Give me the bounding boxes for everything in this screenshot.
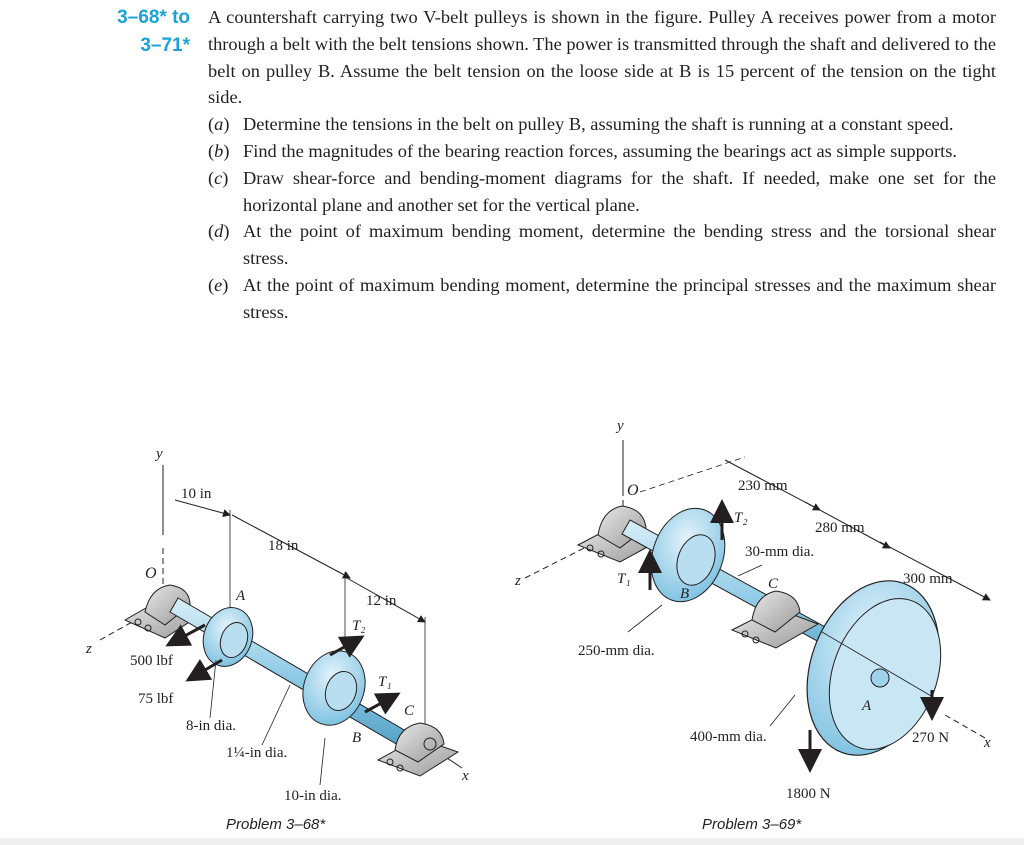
dim-300: 300 mm <box>903 571 953 587</box>
problem-number: 3–68* to 3–71* <box>40 4 190 60</box>
fig369-a-label: A <box>861 698 872 714</box>
force-500-arrow <box>165 623 206 647</box>
problem-number-line2: 3–71* <box>140 35 190 56</box>
figure-3-69: y O z x A B C T₂ T₁ 230 mm 280 mm 300 mm… <box>514 418 991 802</box>
fig368-z-label: z <box>85 641 92 657</box>
fig368-a-label: A <box>235 588 246 604</box>
fig369-b-label: B <box>680 586 689 602</box>
dia-114-label: 1¼-in dia. <box>226 745 287 761</box>
figure-3-68: y O z x A B C T₂ T₁ 10 in 18 in 12 in 50… <box>85 446 469 804</box>
bearing-c <box>376 722 460 777</box>
x-axis-line-369 <box>944 714 986 739</box>
dia-8-label: 8-in dia. <box>186 718 236 734</box>
dia-400-label: 400-mm dia. <box>690 729 767 745</box>
part-e-text: At the point of maximum bending moment, … <box>243 274 996 322</box>
dia-10-label: 10-in dia. <box>284 788 342 804</box>
fig368-y-label: y <box>154 446 163 462</box>
part-e: (e)At the point of maximum bending momen… <box>208 274 996 322</box>
fig368-t2-label: T₂ <box>352 618 366 634</box>
fig368-o-label: O <box>145 565 157 582</box>
force-75-arrow <box>185 658 223 682</box>
caption-3-68: Problem 3–68* <box>226 816 326 833</box>
force-270-label: 270 N <box>912 730 949 746</box>
fig368-t1-label: T₁ <box>378 674 392 690</box>
part-c: (c)Draw shear-force and bending-moment d… <box>208 167 996 215</box>
problem-intro: A countershaft carrying two V-belt pulle… <box>208 7 996 108</box>
fig369-z-label: z <box>514 573 521 589</box>
part-a-text: Determine the tensions in the belt on pu… <box>243 114 954 135</box>
caption-3-69: Problem 3–69* <box>702 816 802 833</box>
force-500-label: 500 lbf <box>130 653 173 669</box>
problem-statement: A countershaft carrying two V-belt pulle… <box>208 4 996 326</box>
part-d-text: At the point of maximum bending moment, … <box>243 221 996 269</box>
dim-280: 280 mm <box>815 520 865 536</box>
fig369-y-label: y <box>615 418 624 434</box>
dim-18in: 18 in <box>268 538 299 554</box>
pulley-a-369 <box>806 580 942 756</box>
force-75-label: 75 lbf <box>138 691 173 707</box>
part-b-text: Find the magnitudes of the bearing react… <box>243 140 957 161</box>
dia-250-label: 250-mm dia. <box>578 643 655 659</box>
part-a: (a)Determine the tensions in the belt on… <box>208 114 954 135</box>
parts-list: (a)Determine the tensions in the belt on… <box>208 111 996 325</box>
fig368-b-label: B <box>352 730 361 746</box>
dia-30-label: 30-mm dia. <box>745 544 814 560</box>
fig368-x-label: x <box>461 768 469 784</box>
pulley-a-368 <box>202 607 254 667</box>
t2-arrow-368 <box>329 635 365 658</box>
dim-12in: 12 in <box>366 593 397 609</box>
pulley-b-369 <box>650 507 726 603</box>
fig369-t1-label: T₁ <box>617 571 631 587</box>
fig368-c-label: C <box>404 703 415 719</box>
force-1800-label: 1800 N <box>786 786 831 802</box>
bottom-bar <box>0 838 1024 845</box>
t1-arrow-368 <box>364 692 401 715</box>
dim-230: 230 mm <box>738 478 788 494</box>
part-c-text: Draw shear-force and bending-moment diag… <box>243 167 996 215</box>
bearing-c-369 <box>730 590 820 649</box>
fig369-o-label: O <box>627 482 639 499</box>
pulley-b-368 <box>302 650 366 726</box>
problem-number-line1: 3–68* to <box>117 7 190 28</box>
dim-10in: 10 in <box>181 486 212 502</box>
fig369-t2-label: T₂ <box>734 510 748 526</box>
fig369-x-label: x <box>983 735 991 751</box>
part-d: (d)At the point of maximum bending momen… <box>208 221 996 269</box>
fig369-c-label: C <box>768 576 779 592</box>
part-b: (b)Find the magnitudes of the bearing re… <box>208 140 957 161</box>
